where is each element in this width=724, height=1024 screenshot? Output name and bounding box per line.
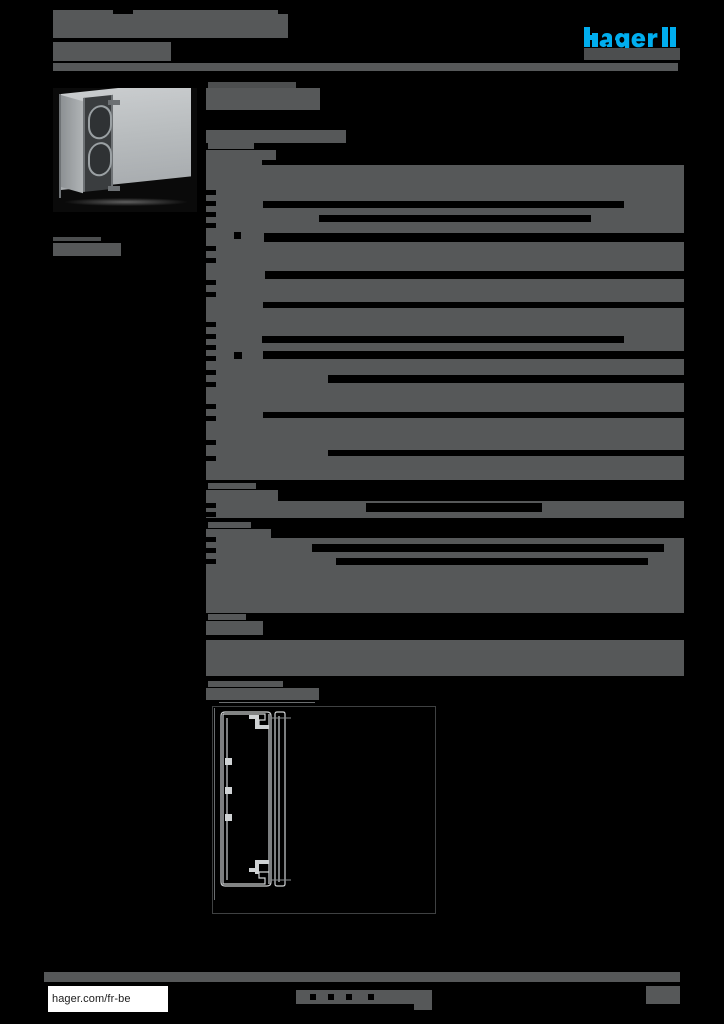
label-gap <box>206 190 216 195</box>
section-1-body <box>206 160 684 480</box>
row-gap <box>319 215 591 222</box>
section-4-body <box>206 640 684 676</box>
row-gap <box>262 160 684 165</box>
label-gap <box>206 548 216 553</box>
logo-backing <box>584 48 680 60</box>
label-gap <box>206 440 216 445</box>
footer-note-gap <box>368 994 374 1000</box>
section-4-heading <box>206 614 263 635</box>
footer-note <box>296 990 432 1004</box>
header-divider <box>53 63 678 71</box>
photo-tab-top <box>108 100 120 105</box>
label-gap <box>206 258 216 263</box>
footer-note-gap <box>346 994 352 1000</box>
page-header <box>0 0 724 78</box>
section-3-heading <box>206 522 271 540</box>
row-gap <box>328 375 684 383</box>
row-gap <box>328 450 684 456</box>
row-gap <box>263 201 624 208</box>
page-subtitle <box>53 42 171 61</box>
row-bullet-gap <box>234 352 242 359</box>
clip-lower <box>88 140 112 178</box>
label-gap <box>206 559 216 564</box>
photo-end-face <box>61 95 83 194</box>
footer-note-descender <box>414 1000 432 1010</box>
footer-note-gap <box>328 994 334 1000</box>
dimension-line-vertical <box>214 708 215 900</box>
label-gap <box>206 370 216 375</box>
label-gap <box>206 537 216 542</box>
label-gap <box>206 292 216 297</box>
row-gap <box>263 302 684 308</box>
clip-upper <box>88 103 112 141</box>
label-gap <box>206 404 216 409</box>
photo-shadow <box>65 198 187 206</box>
label-gap <box>206 334 216 339</box>
row-bullet-gap <box>234 232 241 239</box>
row-gap <box>263 351 684 359</box>
label-gap <box>206 503 216 508</box>
photo-tab-bottom <box>108 186 120 191</box>
dimension-line-horizontal <box>219 702 315 703</box>
trunking-cross-section-drawing <box>219 708 294 890</box>
row-gap <box>265 271 684 279</box>
section-1-heading <box>206 143 276 160</box>
label-gap <box>206 382 216 387</box>
footer-page-number <box>646 986 680 1004</box>
photo-left-edge <box>59 94 61 198</box>
label-gap <box>206 280 216 285</box>
label-gap <box>206 322 216 327</box>
intro-line <box>206 130 346 143</box>
row-gap <box>263 412 684 418</box>
footer-divider <box>44 972 680 982</box>
main-heading-ascenders <box>208 82 296 88</box>
label-gap <box>206 416 216 421</box>
label-gap <box>206 345 216 350</box>
page-title <box>53 10 288 38</box>
row-gap <box>336 558 648 565</box>
row-gap <box>262 336 624 343</box>
label-gap <box>206 223 216 228</box>
label-gap <box>206 356 216 361</box>
photo-cable-clip-insert <box>83 94 113 192</box>
label-gap <box>206 246 216 251</box>
technical-drawing-frame <box>212 706 436 914</box>
main-heading <box>206 88 320 110</box>
row-gap <box>312 544 664 552</box>
product-photo <box>53 88 197 212</box>
label-gap <box>206 512 216 517</box>
footer-website-url[interactable]: hager.com/fr-be <box>48 986 168 1012</box>
hager-logo <box>584 27 680 49</box>
product-reference-caption <box>53 237 121 256</box>
label-gap <box>206 212 216 217</box>
row-gap <box>366 503 542 512</box>
row-gap <box>264 233 684 242</box>
footer-note-gap <box>310 994 316 1000</box>
section-2-heading <box>206 483 278 501</box>
label-gap <box>206 201 216 206</box>
section-5-heading <box>206 681 319 700</box>
label-gap <box>206 456 216 461</box>
